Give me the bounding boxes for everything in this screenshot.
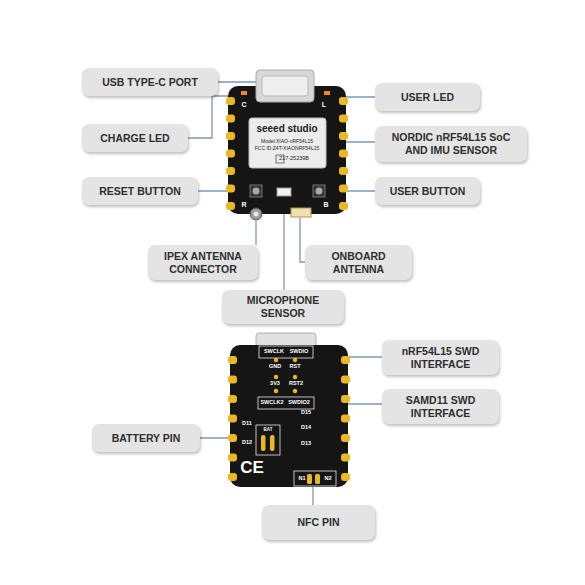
silkscreen-text: C xyxy=(241,101,246,108)
silkscreen-text: D11 xyxy=(242,421,252,427)
edge-pad xyxy=(341,376,350,384)
silkscreen-text: SWDIO2 xyxy=(288,400,310,406)
edge-pad xyxy=(341,415,350,423)
callout-label: nRF54L15 SWD INTERFACE xyxy=(388,345,493,370)
silkscreen-text: D14 xyxy=(301,425,311,431)
leader-lines xyxy=(188,82,382,505)
edge-pad xyxy=(228,415,237,423)
silkscreen-text: CE xyxy=(240,459,264,476)
edge-pad xyxy=(339,132,348,140)
edge-pad xyxy=(226,150,235,158)
silkscreen-text: 217-25239B xyxy=(279,156,309,162)
silkscreen-text: R xyxy=(241,201,246,208)
callout-label: RESET BUTTON xyxy=(99,185,180,198)
callout-label: USER BUTTON xyxy=(390,185,466,198)
callout-label: BATTERY PIN xyxy=(112,432,181,445)
callout-box: IPEX ANTENNA CONNECTOR xyxy=(148,245,258,280)
callout-label: NFC PIN xyxy=(298,516,340,529)
silkscreen-text: FCC ID:Z4T-XIAONRF54L15 xyxy=(255,146,319,151)
silkscreen-text: 3V3 xyxy=(270,381,280,387)
callout-box: NFC PIN xyxy=(262,505,375,540)
edge-pad xyxy=(341,434,350,442)
silkscreen-text: N1 xyxy=(298,476,305,482)
edge-pad xyxy=(339,150,348,158)
silkscreen-text: B xyxy=(323,201,328,208)
silkscreen-text: BAT xyxy=(264,428,273,433)
callout-box: NORDIC nRF54L15 SoC AND IMU SENSOR xyxy=(375,126,527,162)
silkscreen-text: D15 xyxy=(301,410,311,416)
silkscreen-text: SWDIO xyxy=(290,349,309,355)
edge-pad xyxy=(339,115,348,123)
edge-pad xyxy=(339,185,348,193)
edge-pad xyxy=(339,167,348,175)
callout-label: CHARGE LED xyxy=(100,132,169,145)
silkscreen-text: Model:XIAO-nRF54L15 xyxy=(261,139,313,144)
callout-box: USER BUTTON xyxy=(375,177,480,205)
callout-label: USER LED xyxy=(401,91,454,104)
edge-pads xyxy=(226,97,348,210)
callout-box: BATTERY PIN xyxy=(92,424,200,452)
silkscreen-text: RST2 xyxy=(289,381,303,387)
callout-label: SAMD11 SWD INTERFACE xyxy=(388,394,493,419)
edge-pad xyxy=(341,395,350,403)
edge-pad xyxy=(226,97,235,105)
board-back xyxy=(230,333,348,487)
edge-pad xyxy=(341,454,350,462)
callout-box: USER LED xyxy=(375,83,480,111)
silkscreen-text: seeed studio xyxy=(256,124,317,134)
edge-pad xyxy=(341,356,350,364)
callout-box: CHARGE LED xyxy=(82,124,188,152)
callout-box: RESET BUTTON xyxy=(82,177,198,205)
edge-pad xyxy=(226,115,235,123)
callout-label: ONBOARD ANTENNA xyxy=(311,250,406,275)
callout-label: IPEX ANTENNA CONNECTOR xyxy=(154,250,252,275)
edge-pad xyxy=(228,395,237,403)
silkscreen-text: L xyxy=(322,101,326,108)
silkscreen-text: SWCLK2 xyxy=(260,400,283,406)
callout-box: MICROPHONE SENSOR xyxy=(222,290,344,324)
silkscreen-text: D13 xyxy=(301,441,311,447)
edge-pad xyxy=(228,356,237,364)
edge-pad xyxy=(341,473,350,481)
silkscreen-text: GND xyxy=(269,364,281,370)
edge-pad xyxy=(226,132,235,140)
callout-label: NORDIC nRF54L15 SoC AND IMU SENSOR xyxy=(381,131,521,156)
board-front xyxy=(228,70,346,220)
edge-pads xyxy=(228,356,350,481)
callout-box: USB TYPE-C PORT xyxy=(82,68,218,96)
callout-label: USB TYPE-C PORT xyxy=(102,76,198,89)
silkscreen-text: N2 xyxy=(324,476,331,482)
callout-box: nRF54L15 SWD INTERFACE xyxy=(382,340,499,375)
edge-pad xyxy=(339,97,348,105)
edge-pad xyxy=(339,202,348,210)
callout-box: SAMD11 SWD INTERFACE xyxy=(382,389,499,424)
edge-pad xyxy=(226,167,235,175)
callout-label: MICROPHONE SENSOR xyxy=(228,294,338,319)
edge-pad xyxy=(228,473,237,481)
edge-pad xyxy=(228,434,237,442)
edge-pad xyxy=(228,454,237,462)
silkscreen-text: SWCLK xyxy=(264,349,284,355)
edge-pad xyxy=(226,202,235,210)
edge-pad xyxy=(228,376,237,384)
callout-box: ONBOARD ANTENNA xyxy=(305,245,412,280)
silkscreen-text: RST xyxy=(290,364,301,370)
edge-pad xyxy=(226,185,235,193)
silkscreen-text: D12 xyxy=(242,440,252,446)
